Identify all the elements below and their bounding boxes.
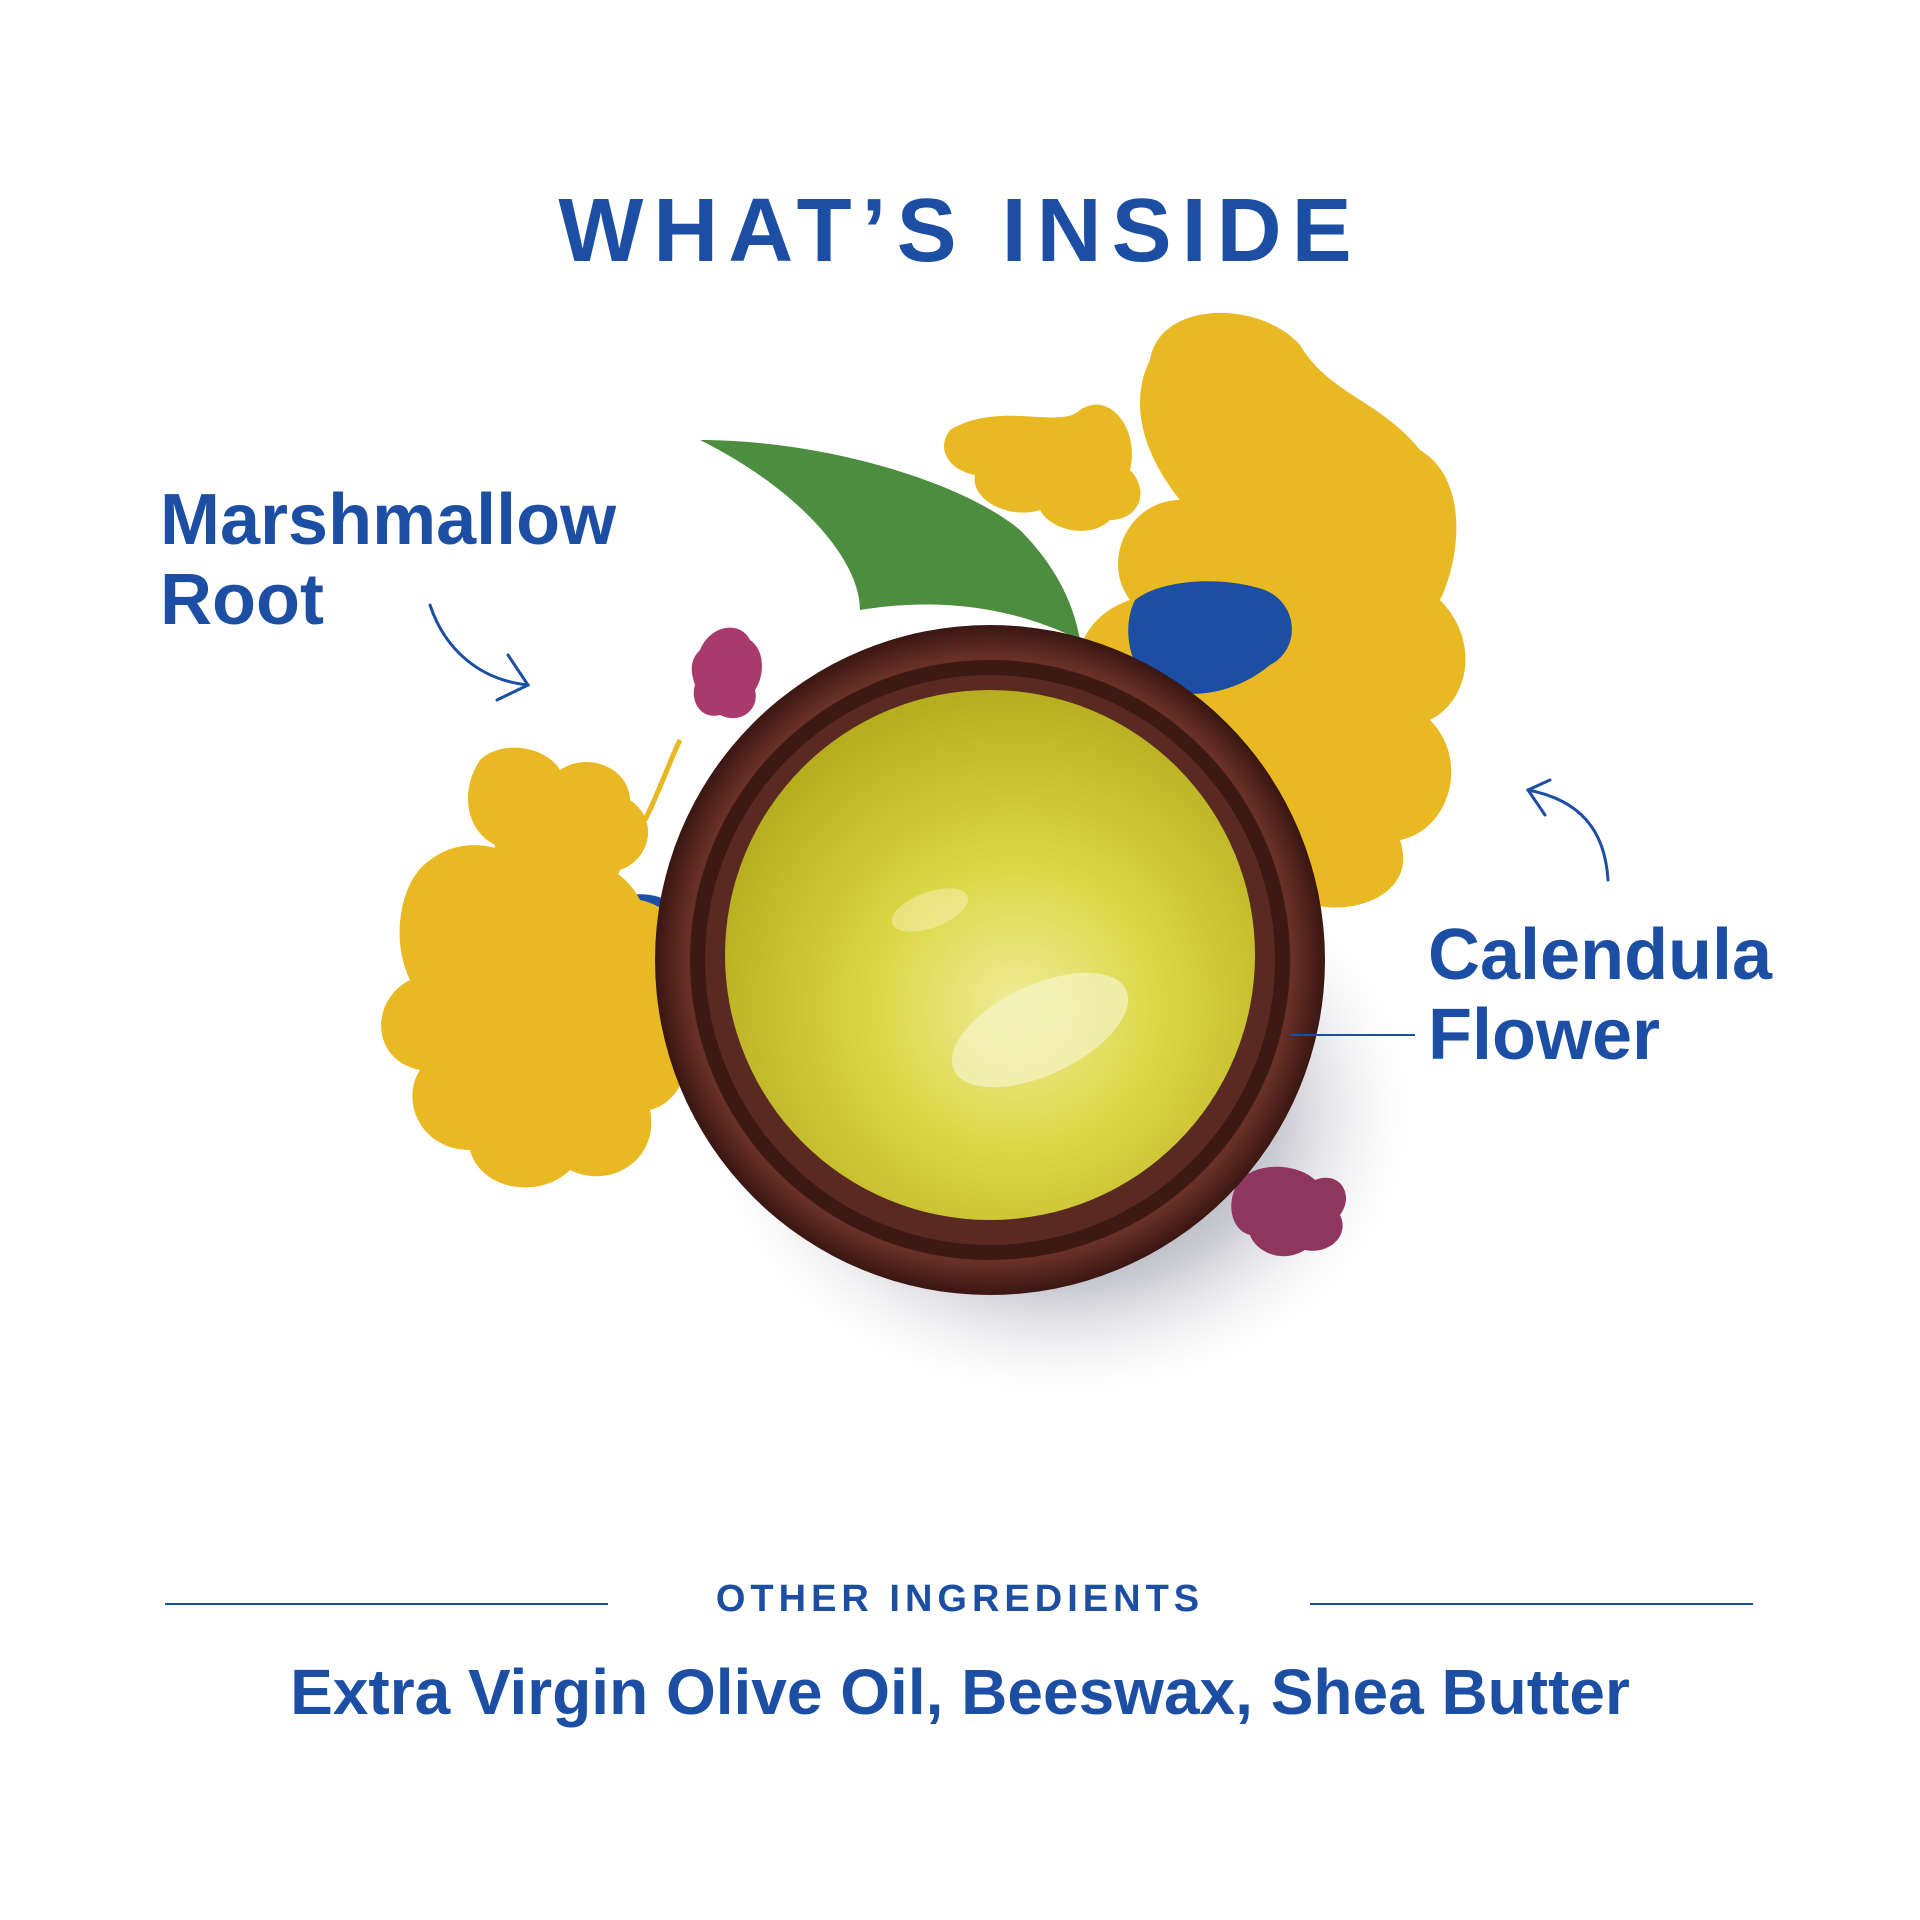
magenta-petal-bottom [1231,1166,1346,1257]
callout-line1: Calendula [1428,915,1773,995]
stem [642,738,683,822]
callout-line1: Marshmallow [160,480,617,560]
balm-highlight [951,972,1129,1088]
leaf-shape [700,440,1080,640]
divider-right [1310,1603,1753,1605]
arrow-curve-icon [428,603,531,702]
magenta-petal-top [691,627,762,719]
divider-left [165,1603,608,1605]
calendula-petal-top [944,404,1141,531]
other-ingredients-list: Extra Virgin Olive Oil, Beeswax, Shea Bu… [290,1656,1630,1728]
callout-line2: Flower [1428,995,1661,1075]
blue-petal-right [1128,581,1292,694]
callout-line2: Root [160,560,324,640]
arrow-curve-icon [1525,778,1610,882]
calendula-petal-left [381,845,688,1188]
calendula-petal-left-small [468,747,649,893]
callout-calendula-flower: Calendula Flower [1428,915,1772,1075]
balm-surface [725,690,1255,1220]
balm-highlight-small [891,888,969,932]
other-ingredients-title: OTHER INGREDIENTS [715,1578,1205,1620]
callout-marshmallow-root: Marshmallow Root [160,480,616,640]
page-title: WHAT’S INSIDE [558,181,1362,281]
